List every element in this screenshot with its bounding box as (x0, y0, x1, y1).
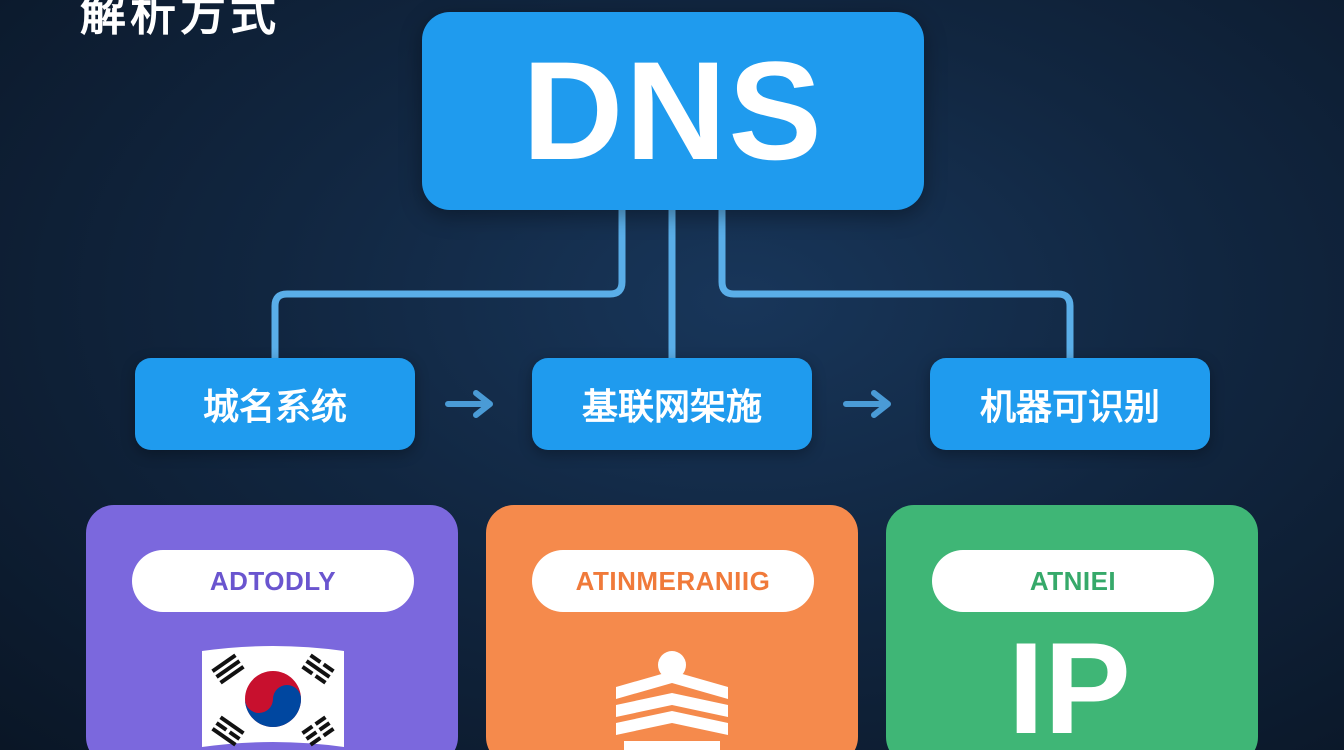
card-purple: ADTODLY (86, 505, 458, 750)
south-korea-flag-icon (202, 646, 344, 747)
card-orange: ATINMERANIIG (486, 505, 858, 750)
node-infrastructure: 基联网架施 (532, 358, 812, 450)
card-pill-label: ATINMERANIIG (532, 550, 814, 612)
page-title: 解析方式 (80, 0, 280, 41)
node-domain-system: 城名系统 (135, 358, 415, 450)
dns-root-label: DNS (522, 32, 824, 189)
card-pill-label: ADTODLY (132, 550, 414, 612)
right-arrow-icon (445, 390, 493, 418)
ip-text-icon: IP (1008, 615, 1131, 750)
right-arrow-icon (843, 390, 891, 418)
flow-arrow-2 (840, 374, 900, 434)
card-green: ATNIEI IP (886, 505, 1258, 750)
connector-right (718, 206, 1074, 362)
connector-left (271, 206, 626, 362)
card-pill-label: ATNIEI (932, 550, 1214, 612)
dns-root-box: DNS (422, 12, 924, 210)
node-machine-readable: 机器可识别 (930, 358, 1210, 450)
flow-arrow-1 (442, 374, 502, 434)
layered-stack-icon (616, 651, 728, 750)
